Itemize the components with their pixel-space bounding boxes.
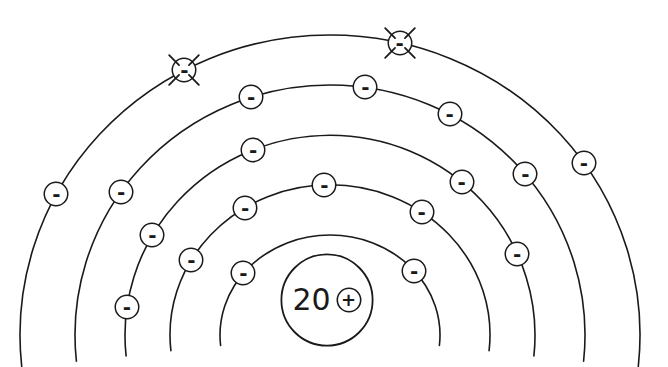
electron-sign: - bbox=[580, 153, 588, 173]
electron-circle: - bbox=[232, 195, 258, 221]
circle-outline bbox=[115, 295, 139, 319]
electron-circle: - bbox=[240, 137, 266, 163]
circle-outline bbox=[506, 242, 530, 266]
electron-sign: - bbox=[513, 244, 521, 264]
electron-sign: - bbox=[320, 175, 328, 195]
electron-sign: - bbox=[180, 60, 188, 80]
circle-outline bbox=[514, 163, 538, 187]
shell-arc bbox=[125, 135, 535, 356]
electron-circle: - bbox=[108, 179, 134, 205]
electron-circle: - bbox=[171, 57, 197, 83]
electron-sign: - bbox=[187, 250, 195, 270]
shell-arc bbox=[170, 185, 490, 351]
cross-mark bbox=[405, 28, 415, 38]
circle-outline bbox=[337, 288, 360, 311]
circle-outline bbox=[241, 138, 265, 162]
electron-circle: - bbox=[504, 241, 530, 267]
circle-outline bbox=[403, 259, 427, 283]
shell-arc bbox=[220, 235, 440, 345]
electron-sign: - bbox=[418, 202, 426, 222]
cross-mark bbox=[385, 28, 395, 38]
cross-mark bbox=[170, 55, 180, 65]
circle-outline bbox=[354, 76, 378, 100]
electron-sign: - bbox=[148, 225, 156, 245]
electron-sign: - bbox=[458, 172, 466, 192]
circle-outline bbox=[572, 151, 596, 175]
shell-arc bbox=[75, 85, 585, 361]
circle-outline bbox=[313, 173, 337, 197]
circle-outline bbox=[410, 200, 434, 224]
circle-outline bbox=[45, 182, 69, 206]
electron-circle: - bbox=[387, 30, 413, 56]
charge-sign: + bbox=[341, 291, 356, 309]
cross-mark bbox=[170, 75, 180, 85]
circle-outline bbox=[438, 103, 462, 127]
electron-sign: - bbox=[521, 164, 529, 184]
electron-circle: - bbox=[178, 247, 204, 273]
electron-circle: - bbox=[230, 260, 256, 286]
cross-mark bbox=[405, 48, 415, 58]
electron-circle: - bbox=[238, 84, 264, 110]
electron-circle: - bbox=[43, 181, 69, 207]
electron-circle: - bbox=[449, 169, 475, 195]
circle-outline bbox=[232, 262, 256, 286]
electron-circle: - bbox=[311, 172, 337, 198]
electron-circle: - bbox=[139, 222, 165, 248]
electron-circle: - bbox=[114, 294, 140, 320]
electron-sign: - bbox=[241, 198, 249, 218]
electron-circle: - bbox=[437, 101, 463, 127]
electron-circle: - bbox=[512, 161, 538, 187]
circle-outline bbox=[450, 170, 474, 194]
shell-arc bbox=[20, 35, 640, 366]
electron-sign: - bbox=[52, 184, 60, 204]
electron-circle: - bbox=[352, 74, 378, 100]
proton-count: 20 bbox=[292, 285, 330, 315]
electron-sign: - bbox=[123, 297, 131, 317]
circle-outline bbox=[180, 248, 204, 272]
electron-sign: - bbox=[446, 104, 454, 124]
electron-sign: - bbox=[361, 77, 369, 97]
electron-sign: - bbox=[396, 33, 404, 53]
nucleus-circle: 20 + bbox=[280, 253, 374, 347]
cross-mark bbox=[385, 48, 395, 58]
electron-circle: - bbox=[409, 199, 435, 225]
charge-circle: + bbox=[336, 287, 362, 313]
electron-sign: - bbox=[249, 140, 257, 160]
circle-outline bbox=[233, 196, 257, 220]
electron-sign: - bbox=[117, 182, 125, 202]
cross-mark bbox=[189, 75, 199, 85]
electron-circle: - bbox=[401, 258, 427, 284]
cross-mark bbox=[189, 55, 199, 65]
circle-outline bbox=[281, 254, 372, 345]
electron-circle: - bbox=[571, 150, 597, 176]
electron-sign: - bbox=[247, 87, 255, 107]
circle-outline bbox=[239, 85, 263, 109]
circle-outline bbox=[109, 180, 133, 204]
circle-outline bbox=[141, 223, 165, 247]
electron-sign: - bbox=[410, 261, 418, 281]
electron-sign: - bbox=[239, 263, 247, 283]
